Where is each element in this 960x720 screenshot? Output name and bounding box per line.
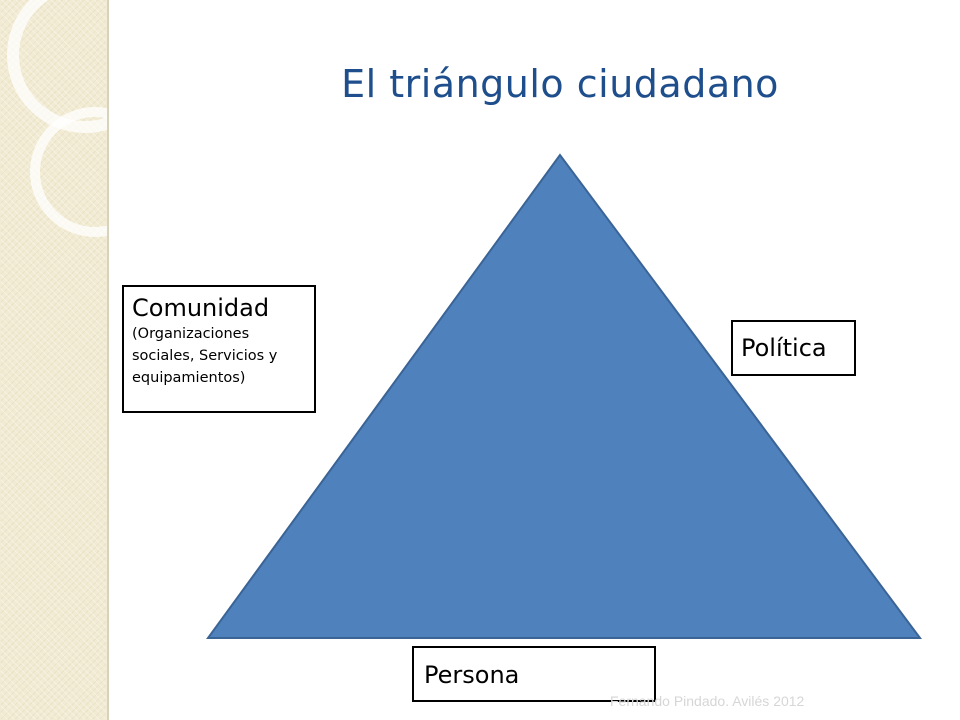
decorative-circle-middle bbox=[30, 107, 107, 237]
side-band-divider bbox=[107, 0, 109, 720]
politica-label: Política bbox=[741, 334, 827, 362]
comunidad-label-box: Comunidad (Organizaciones sociales, Serv… bbox=[122, 285, 316, 413]
decorative-side-band bbox=[0, 0, 107, 720]
decorative-circle-top bbox=[7, 0, 107, 133]
slide-title: El triángulo ciudadano bbox=[341, 62, 779, 106]
comunidad-label: Comunidad bbox=[132, 294, 270, 322]
decorative-circles bbox=[7, 0, 107, 237]
footer-credit: Fernando Pindado. Avilés 2012 bbox=[610, 693, 805, 709]
persona-label: Persona bbox=[424, 661, 520, 689]
politica-label-box: Política bbox=[731, 320, 856, 376]
persona-label-box: Persona bbox=[412, 646, 656, 702]
comunidad-sublabel: (Organizaciones sociales, Servicios y eq… bbox=[132, 326, 278, 386]
citizen-triangle bbox=[206, 153, 922, 639]
